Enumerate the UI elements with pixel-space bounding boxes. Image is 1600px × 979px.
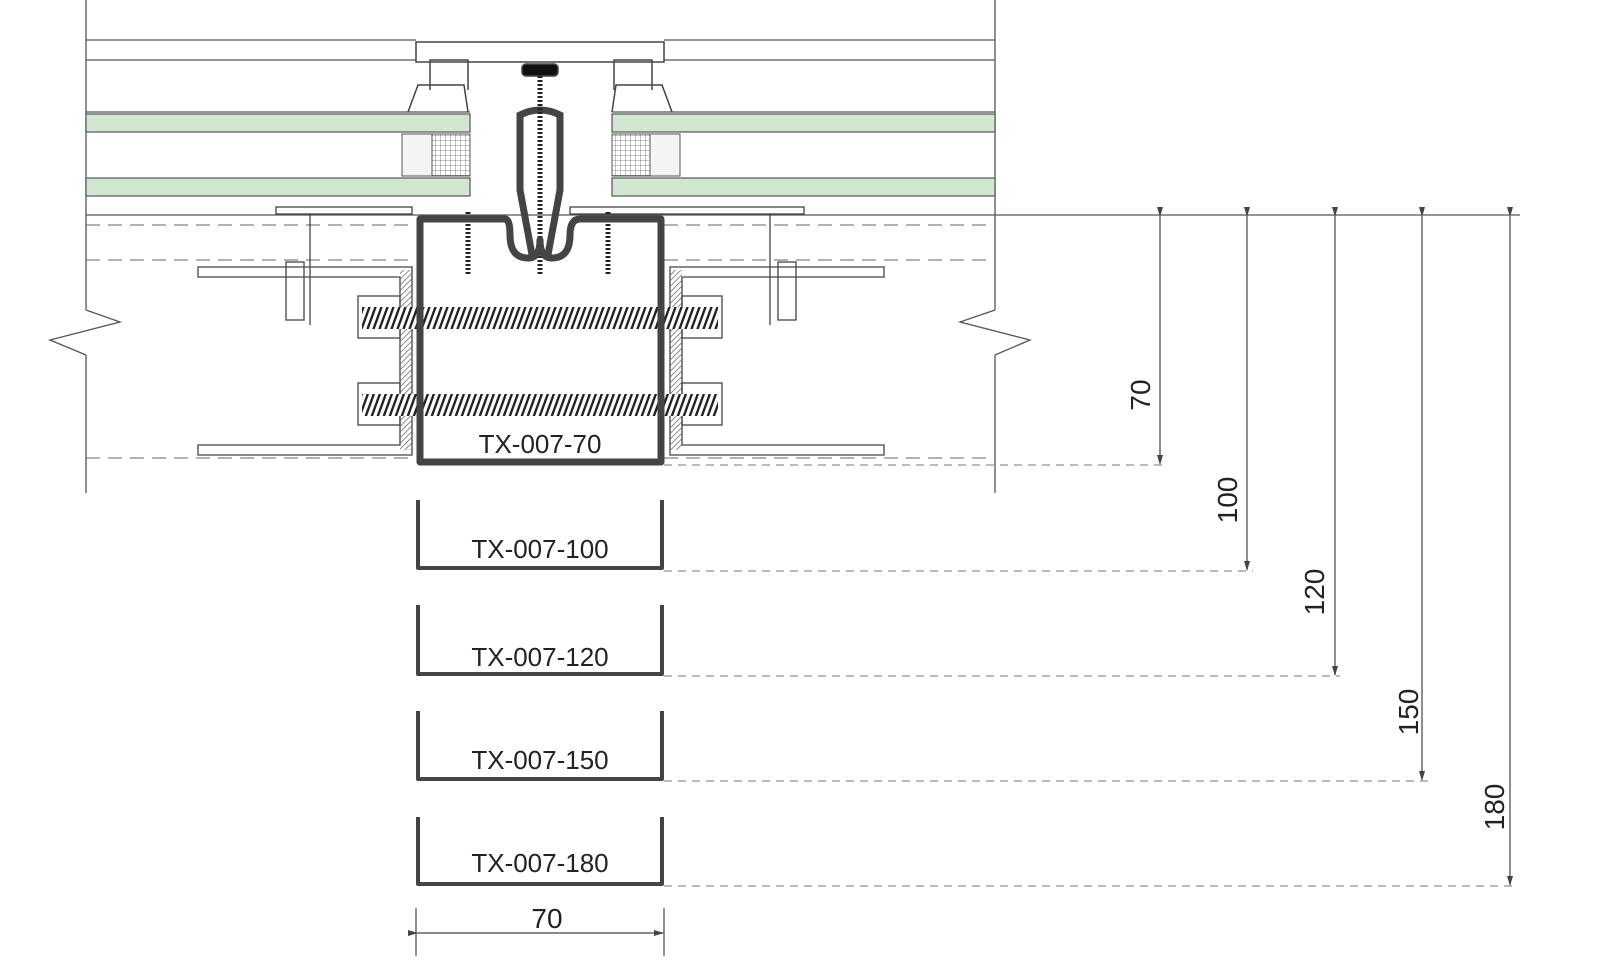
spacer-and-sealant <box>401 133 681 177</box>
dimension-label-120: 120 <box>1299 569 1330 616</box>
profile-label-120: TX-007-120 <box>471 642 608 672</box>
dimension-label-100: 100 <box>1212 477 1243 524</box>
profile-label-150: TX-007-150 <box>471 745 608 775</box>
extension-lines <box>664 464 1515 887</box>
profile-label-180: TX-007-180 <box>471 848 608 878</box>
glass-panes <box>85 113 996 197</box>
width-dimension <box>408 908 665 956</box>
dimension-label-150: 150 <box>1393 689 1424 736</box>
dimension-label-180: 180 <box>1479 784 1510 831</box>
dimension-lines <box>1157 207 1513 886</box>
width-dimension-label: 70 <box>531 903 562 934</box>
threaded-rods <box>362 307 718 416</box>
wall-outline <box>47 0 1520 493</box>
profile-tx-007-70 <box>416 215 665 466</box>
profile-label-100: TX-007-100 <box>471 534 608 564</box>
pressure-cap <box>407 41 673 113</box>
profile-label-70: TX-007-70 <box>479 429 602 459</box>
dashed-reference-lines <box>86 224 995 459</box>
channel-profiles <box>416 500 664 886</box>
dimension-label-70: 70 <box>1125 379 1156 410</box>
self-tapping-screws <box>465 212 611 275</box>
